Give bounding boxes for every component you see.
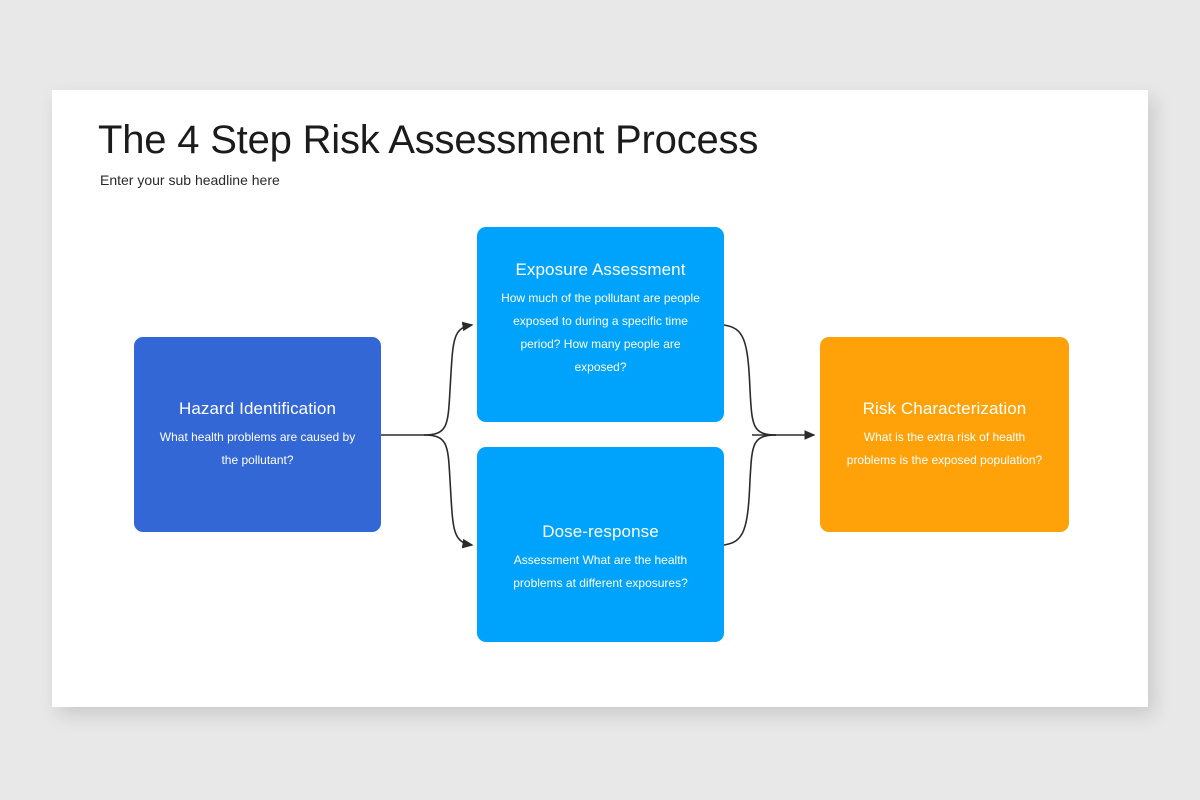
slide-canvas: The 4 Step Risk Assessment Process Enter… bbox=[52, 90, 1148, 707]
node-title: Dose-response bbox=[542, 522, 659, 541]
connector-dose-to-risk bbox=[723, 434, 777, 546]
page-title: The 4 Step Risk Assessment Process bbox=[98, 118, 759, 162]
node-dose-response[interactable]: Dose-response Assessment What are the he… bbox=[477, 447, 724, 642]
process-flow-diagram: Hazard Identification What health proble… bbox=[52, 90, 1148, 707]
node-body: Assessment What are the health problems … bbox=[513, 553, 688, 590]
node-exposure-assessment[interactable]: Exposure Assessment How much of the poll… bbox=[477, 227, 724, 422]
node-body: What is the extra risk of health problem… bbox=[846, 429, 1043, 467]
connector-hazard-to-dose bbox=[423, 434, 474, 549]
node-body: How much of the pollutant are people exp… bbox=[501, 291, 700, 374]
node-body: What health problems are caused by the p… bbox=[159, 429, 356, 467]
node-title: Exposure Assessment bbox=[515, 260, 686, 279]
node-title: Hazard Identification bbox=[178, 398, 337, 418]
node-title: Risk Characterization bbox=[862, 398, 1027, 418]
node-hazard-identification[interactable]: Hazard Identification What health proble… bbox=[134, 337, 381, 532]
connector-exposure-to-risk bbox=[723, 324, 777, 436]
node-risk-characterization[interactable]: Risk Characterization What is the extra … bbox=[820, 337, 1069, 532]
connector-hazard-to-exposure bbox=[423, 321, 474, 436]
page-subtitle: Enter your sub headline here bbox=[100, 172, 280, 188]
